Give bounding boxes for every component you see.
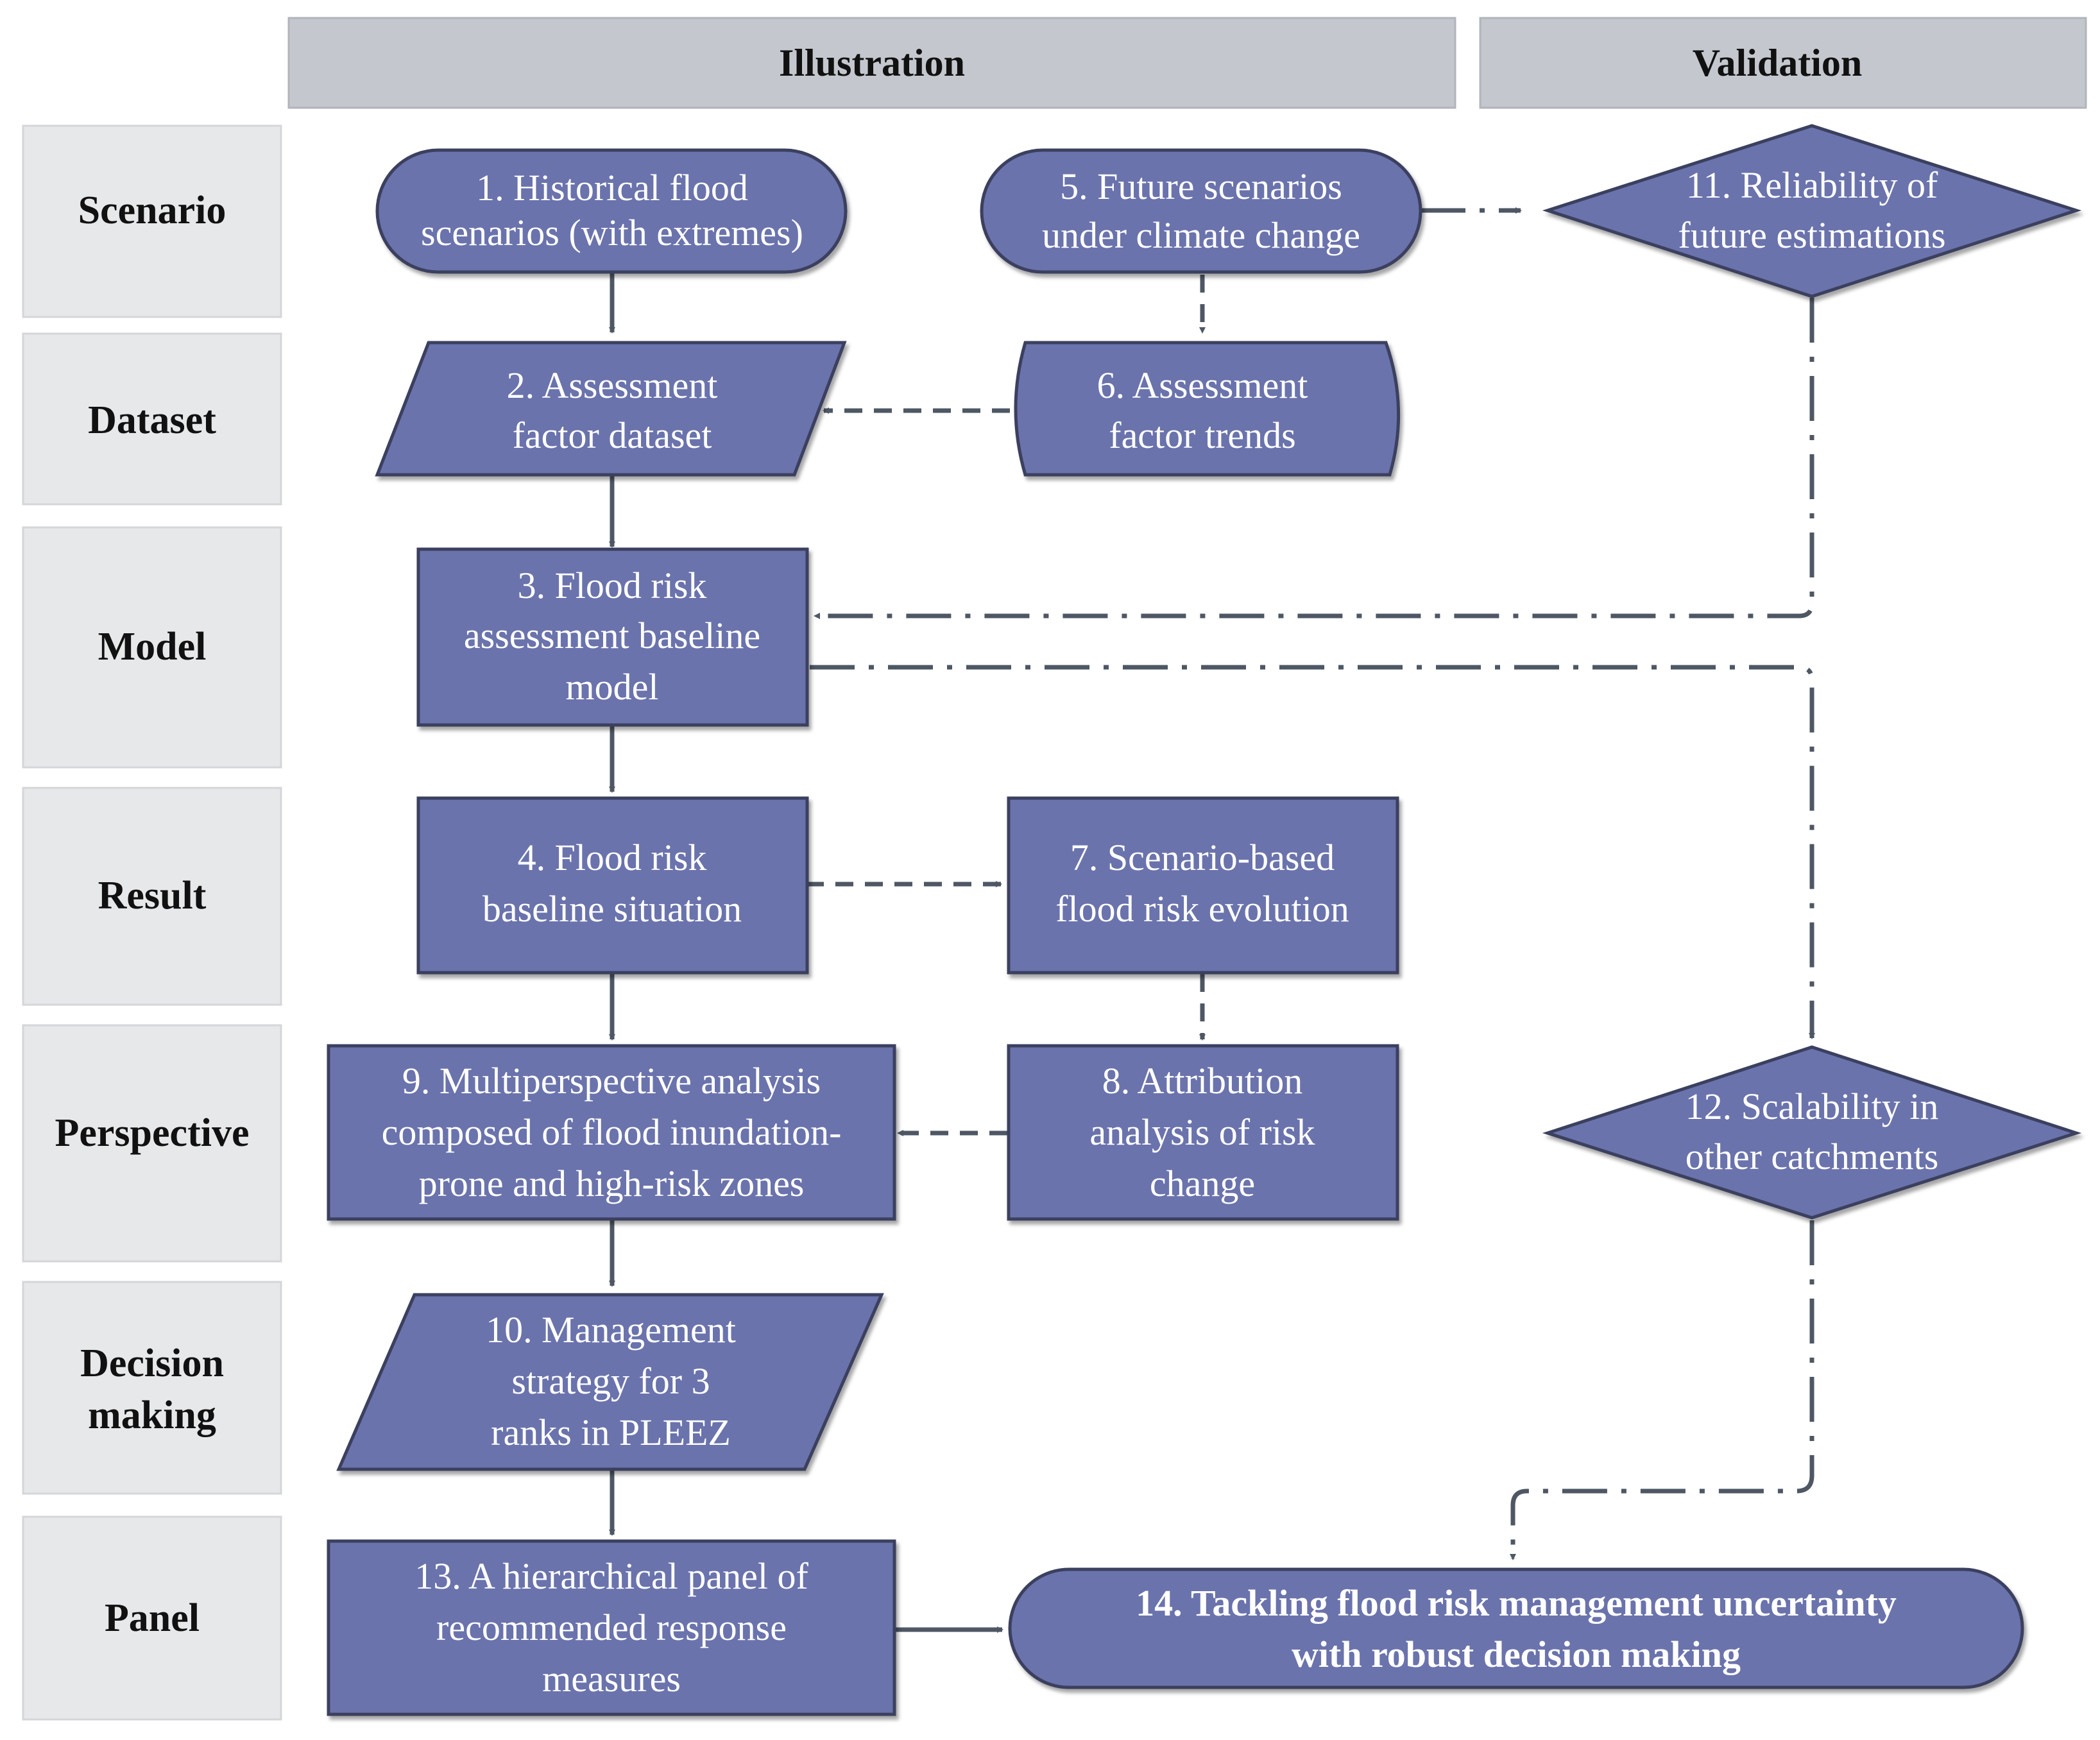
node-5-line-1: 5. Future scenarios	[1060, 166, 1342, 207]
arrow-12-to-14	[1510, 1220, 1814, 1560]
node-11-line-2: future estimations	[1678, 214, 1945, 256]
node-1-line-2: scenarios (with extremes)	[421, 212, 803, 253]
node-12-scalability-diamond: 12. Scalability in other catchments	[1542, 1045, 2082, 1220]
node-11-line-1: 11. Reliability of	[1686, 164, 1938, 206]
row-label-scenario-text: Scenario	[78, 189, 226, 232]
connectors	[609, 273, 1003, 1633]
node-8-line-1: 8. Attribution	[1102, 1060, 1303, 1102]
node-10-line-2: strategy for 3	[511, 1360, 710, 1402]
column-header-illustration-label: Illustration	[779, 42, 965, 84]
node-2-line-1: 2. Assessment	[507, 364, 718, 406]
node-12-line-2: other catchments	[1686, 1136, 1939, 1177]
row-label-perspective: Perspective	[22, 1024, 282, 1263]
column-header-illustration: Illustration	[287, 17, 1456, 109]
node-14-line-1: 14. Tackling flood risk management uncer…	[1136, 1582, 1897, 1624]
node-8-attribution-analysis: 8. Attribution analysis of risk change	[1007, 1044, 1399, 1221]
node-10-line-3: ranks in PLEEZ	[491, 1412, 731, 1453]
row-label-result: Result	[22, 787, 282, 1006]
row-label-perspective-text: Perspective	[55, 1111, 250, 1155]
node-12-line-1: 12. Scalability in	[1686, 1086, 1939, 1127]
row-label-decision-making: Decision making	[22, 1281, 282, 1495]
node-5-future-scenarios: 5. Future scenarios under climate change	[980, 148, 1422, 274]
column-header-validation-label: Validation	[1693, 42, 1863, 84]
node-7-scenario-based-evolution: 7. Scenario-based flood risk evolution	[1007, 796, 1399, 975]
arrow-11-to-3	[814, 298, 1814, 619]
node-10-management-strategy: 10. Management strategy for 3 ranks in P…	[336, 1293, 884, 1471]
node-9-line-2: composed of flood inundation-	[382, 1111, 842, 1153]
node-8-line-2: analysis of risk	[1089, 1111, 1315, 1153]
node-13-line-3: measures	[542, 1658, 681, 1700]
node-4-flood-risk-baseline-situation: 4. Flood risk baseline situation	[416, 796, 809, 975]
node-13-line-1: 13. A hierarchical panel of	[414, 1555, 808, 1597]
node-5-line-2: under climate change	[1042, 214, 1360, 256]
column-header-validation: Validation	[1479, 17, 2087, 109]
dashed-connectors	[806, 275, 1206, 1136]
node-8-line-3: change	[1150, 1163, 1255, 1204]
node-3-line-1: 3. Flood risk	[518, 565, 707, 606]
node-14-line-2: with robust decision making	[1292, 1633, 1741, 1675]
row-label-model: Model	[22, 526, 282, 769]
node-9-line-3: prone and high-risk zones	[419, 1163, 805, 1204]
node-10-line-1: 10. Management	[486, 1309, 736, 1351]
node-11-reliability-diamond: 11. Reliability of future estimations	[1542, 124, 2082, 298]
node-6-assessment-factor-trends: 6. Assessment factor trends	[1014, 341, 1401, 477]
node-6-line-2: factor trends	[1109, 414, 1295, 456]
arrow-3-to-12	[810, 665, 1815, 1039]
row-label-decision-text: Decision	[80, 1342, 224, 1385]
row-label-model-text: Model	[98, 625, 207, 669]
node-6-line-1: 6. Assessment	[1097, 364, 1308, 406]
node-4-line-2: baseline situation	[482, 888, 742, 930]
row-label-dataset: Dataset	[22, 332, 282, 506]
row-label-making-text: making	[88, 1394, 216, 1437]
row-label-scenario: Scenario	[22, 124, 282, 318]
node-3-flood-risk-baseline-model: 3. Flood risk assessment baseline model	[416, 547, 809, 727]
node-7-line-1: 7. Scenario-based	[1070, 837, 1335, 878]
node-3-line-3: model	[566, 666, 659, 708]
node-1-line-1: 1. Historical flood	[476, 167, 748, 209]
node-1-historical-flood-scenarios: 1. Historical flood scenarios (with extr…	[375, 148, 848, 274]
node-9-multiperspective-analysis: 9. Multiperspective analysis composed of…	[327, 1044, 896, 1221]
row-label-panel-text: Panel	[105, 1596, 200, 1640]
row-label-panel: Panel	[22, 1515, 282, 1721]
row-label-result-text: Result	[98, 874, 207, 917]
node-14-robust-decision-making: 14. Tackling flood risk management uncer…	[1008, 1567, 2024, 1689]
node-13-line-2: recommended response	[436, 1607, 787, 1648]
row-label-dataset-text: Dataset	[88, 398, 216, 442]
node-2-assessment-factor-dataset: 2. Assessment factor dataset	[375, 341, 847, 477]
node-4-line-1: 4. Flood risk	[518, 837, 707, 878]
node-7-line-2: flood risk evolution	[1055, 888, 1349, 930]
dash-dot-connectors	[810, 207, 1815, 1560]
node-9-line-1: 9. Multiperspective analysis	[402, 1060, 821, 1102]
node-13-hierarchical-panel: 13. A hierarchical panel of recommended …	[327, 1539, 896, 1716]
node-3-line-2: assessment baseline	[464, 615, 760, 656]
node-2-line-2: factor dataset	[513, 414, 712, 456]
